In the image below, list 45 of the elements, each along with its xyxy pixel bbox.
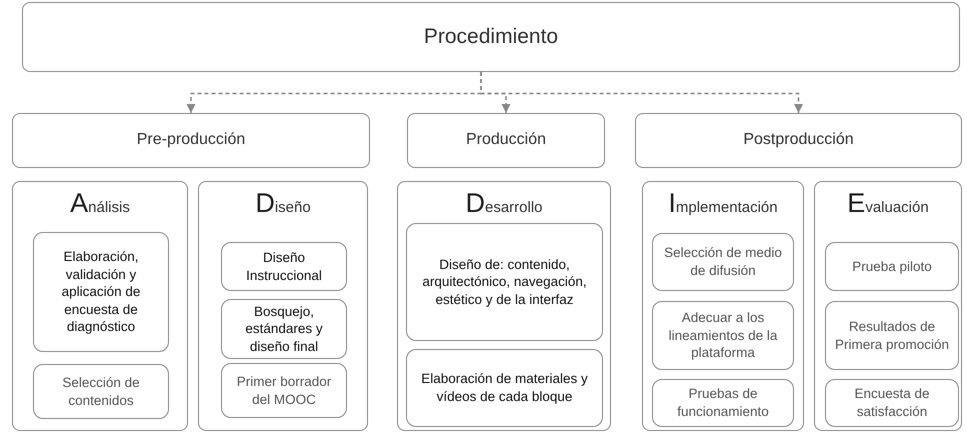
task-box <box>652 379 794 427</box>
stage-panel <box>198 181 368 431</box>
task-box <box>825 242 959 291</box>
node-text: Primer borrador del MOOC <box>236 372 332 408</box>
task-box <box>33 232 169 352</box>
node-text: Diseño de: contenido, arquitectónico, navegación, estético y de la interfaz <box>421 256 588 308</box>
phase-box <box>635 113 962 168</box>
node-text: Pruebas de funcionamiento <box>676 385 770 421</box>
dashed-arrow <box>480 72 803 113</box>
stage-panel <box>397 181 611 431</box>
stage-heading: Evaluación <box>847 187 929 220</box>
stage-heading: Diseño <box>255 187 311 220</box>
stage-heading: Análisis <box>70 187 130 220</box>
phase-box <box>12 113 370 168</box>
task-box <box>825 301 959 370</box>
node-text: Producción <box>466 130 546 150</box>
node-text: Postproducción <box>743 130 854 150</box>
task-box <box>221 299 347 359</box>
node-text: Adecuar a los lineamientos de la plataforma <box>668 309 778 362</box>
task-box <box>825 379 959 427</box>
node-text: Bosquejo, estándares y diseño final <box>244 302 324 356</box>
stage-panel <box>12 181 188 431</box>
task-box <box>221 242 347 291</box>
task-box <box>33 364 169 419</box>
task-box <box>406 223 603 341</box>
node-text: Procedimiento <box>424 24 558 50</box>
title-box <box>22 2 960 72</box>
node-text: Selección de medio de difusión <box>663 244 783 280</box>
node-text: Resultados de Primera promoción <box>834 318 950 354</box>
task-box <box>652 301 794 370</box>
node-text: Prueba piloto <box>852 258 932 276</box>
task-box <box>652 233 794 291</box>
node-text: Diseño Instruccional <box>245 248 323 284</box>
stage-panel <box>814 181 962 431</box>
node-text: Elaboración, validación y aplicación de encuesta de diagnóstico <box>60 248 142 336</box>
node-text: Selección de contenidos <box>61 374 141 410</box>
stage-heading: Desarrollo <box>465 187 543 220</box>
task-box <box>406 349 603 427</box>
task-box <box>221 363 347 418</box>
node-text: Elaboración de materiales y vídeos de cada bloque <box>420 370 589 406</box>
node-text: Encuesta de satisfacción <box>853 385 931 421</box>
stage-heading: Implementación <box>668 187 778 220</box>
phase-box <box>407 113 605 168</box>
node-text: Pre-producción <box>136 130 246 150</box>
stage-panel <box>642 181 804 431</box>
